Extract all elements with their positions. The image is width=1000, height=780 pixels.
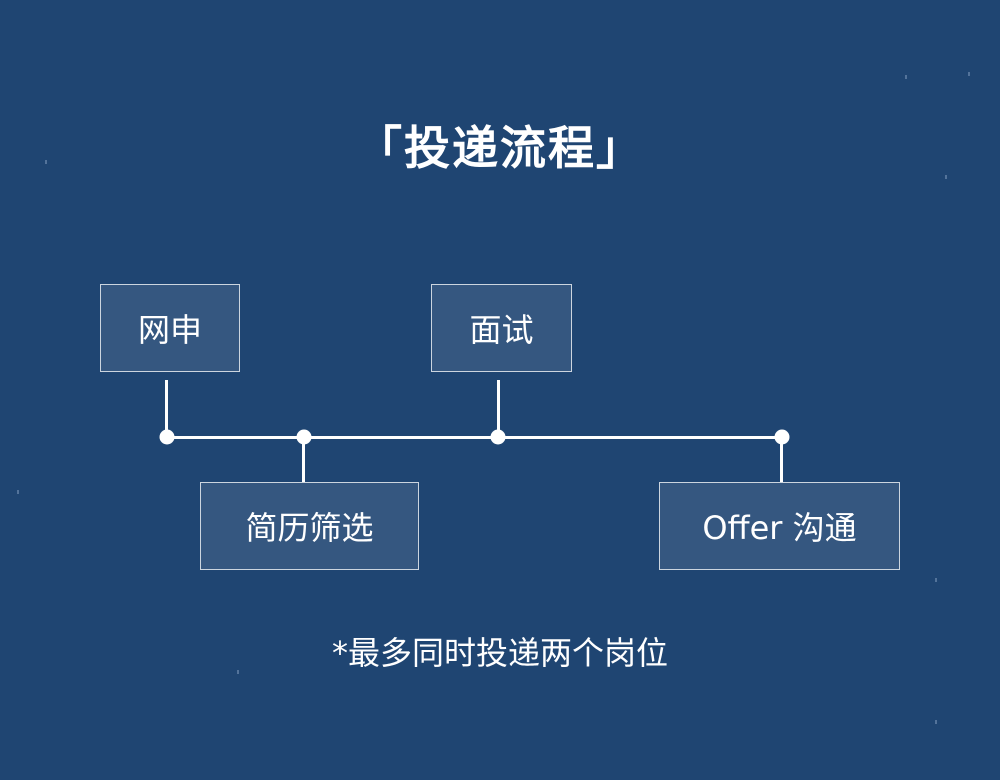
connector (497, 380, 500, 437)
star (935, 578, 937, 582)
timeline (166, 436, 782, 439)
footnote: *最多同时投递两个岗位 (331, 634, 668, 672)
step-interview: 面试 (431, 284, 572, 372)
star (968, 72, 970, 76)
star (935, 720, 937, 724)
star (17, 490, 19, 494)
star (45, 160, 47, 164)
star (905, 75, 907, 79)
star (945, 175, 947, 179)
timeline-dot (774, 429, 790, 445)
star (237, 670, 239, 674)
page-title: 「投递流程」 (356, 121, 644, 175)
step-offer: Offer 沟通 (659, 482, 900, 570)
step-resume-screening: 简历筛选 (200, 482, 419, 570)
timeline-dot (159, 429, 175, 445)
connector (302, 437, 305, 482)
connector (780, 437, 783, 482)
timeline-dot (490, 429, 506, 445)
timeline-dot (296, 429, 312, 445)
step-online-application: 网申 (100, 284, 240, 372)
connector (165, 380, 168, 437)
